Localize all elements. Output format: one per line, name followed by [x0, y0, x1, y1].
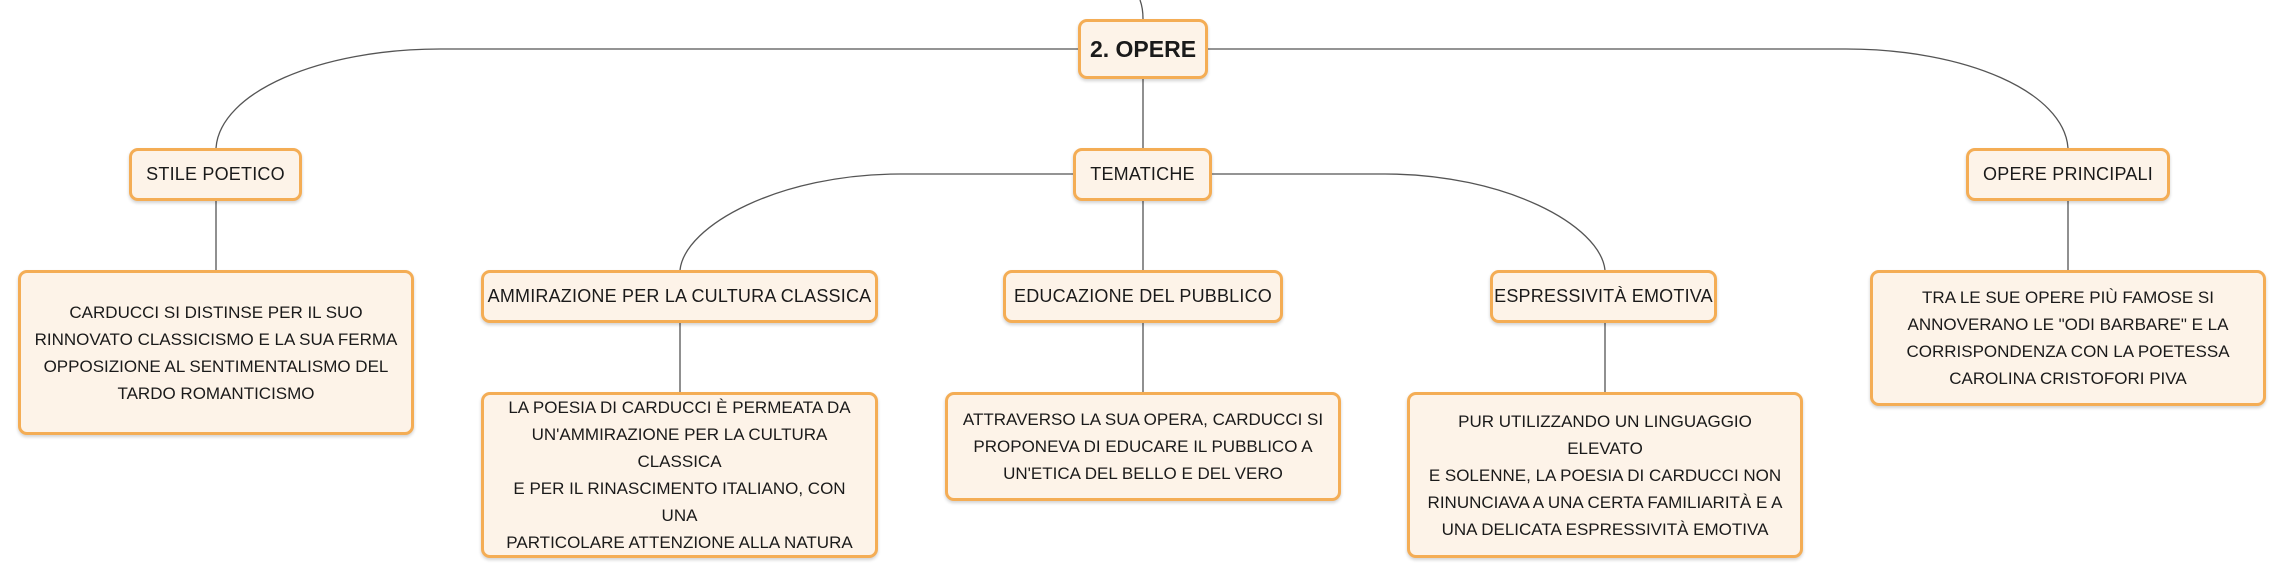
stile-poetico-description[interactable]: CARDUCCI SI DISTINSE PER IL SUO RINNOVAT… — [18, 270, 414, 435]
ammirazione-label: AMMIRAZIONE PER LA CULTURA CLASSICA — [487, 286, 872, 306]
stile-poetico-node[interactable]: STILE POETICO — [129, 148, 302, 201]
espressivita-label: ESPRESSIVITÀ EMOTIVA — [1494, 286, 1713, 306]
espressivita-node[interactable]: ESPRESSIVITÀ EMOTIVA — [1490, 270, 1717, 323]
description-line: RINUNCIAVA A UNA CERTA FAMILIARITÀ E A — [1427, 492, 1783, 512]
description-line: UNA DELICATA ESPRESSIVITÀ EMOTIVA — [1441, 519, 1769, 539]
espressivita-description[interactable]: PUR UTILIZZANDO UN LINGUAGGIO ELEVATO E … — [1407, 392, 1803, 558]
description-line: PROPONEVA DI EDUCARE IL PUBBLICO A — [973, 437, 1313, 456]
description-line: UN'AMMIRAZIONE PER LA CULTURA CLASSICA — [531, 425, 828, 471]
description-line: CAROLINA CRISTOFORI PIVA — [1949, 369, 2187, 388]
description-line: UN'ETICA DEL BELLO E DEL VERO — [1003, 464, 1283, 483]
educazione-description[interactable]: ATTRAVERSO LA SUA OPERA, CARDUCCI SI PRO… — [945, 392, 1341, 501]
description-line: CARDUCCI SI DISTINSE PER IL SUO — [69, 302, 363, 322]
connector-line-parent — [1139, 0, 1144, 20]
opere-principali-description[interactable]: TRA LE SUE OPERE PIÙ FAMOSE SI ANNOVERAN… — [1870, 270, 2266, 406]
description-line: E PER IL RINASCIMENTO ITALIANO, CON UNA — [513, 479, 846, 525]
root-label: 2. OPERE — [1089, 35, 1197, 62]
description-line: TRA LE SUE OPERE PIÙ FAMOSE SI — [1922, 288, 2214, 307]
ammirazione-description[interactable]: LA POESIA DI CARDUCCI È PERMEATA DA UN'A… — [481, 392, 878, 558]
description-line: LA POESIA DI CARDUCCI È PERMEATA DA — [508, 398, 851, 417]
connector-line-root-stile — [215, 48, 1080, 149]
description-line: CORRISPONDENZA CON LA POETESSA — [1906, 342, 2230, 361]
description-line: TARDO ROMANTICISMO — [117, 383, 315, 403]
description-line: PUR UTILIZZANDO UN LINGUAGGIO ELEVATO — [1458, 411, 1752, 458]
tematiche-label: TEMATICHE — [1090, 164, 1195, 184]
opere-principali-node[interactable]: OPERE PRINCIPALI — [1966, 148, 2170, 201]
tematiche-node[interactable]: TEMATICHE — [1073, 148, 1212, 201]
opere-principali-label: OPERE PRINCIPALI — [1983, 164, 2153, 184]
description-line: ATTRAVERSO LA SUA OPERA, CARDUCCI SI — [962, 410, 1324, 429]
root-node[interactable]: 2. OPERE — [1078, 19, 1208, 79]
educazione-node[interactable]: EDUCAZIONE DEL PUBBLICO — [1003, 270, 1283, 323]
ammirazione-node[interactable]: AMMIRAZIONE PER LA CULTURA CLASSICA — [481, 270, 878, 323]
stile-poetico-label: STILE POETICO — [146, 164, 285, 184]
connector-line-root-opere — [1206, 48, 2069, 149]
connector-line-tematiche-ammirazione — [679, 173, 1075, 271]
educazione-label: EDUCAZIONE DEL PUBBLICO — [1014, 286, 1272, 306]
description-line: E SOLENNE, LA POESIA DI CARDUCCI NON — [1428, 465, 1782, 485]
connector-line-tematiche-espressivita — [1210, 173, 1606, 271]
description-line: ANNOVERANO LE "ODI BARBARE" E LA — [1907, 315, 2229, 334]
description-line: RINNOVATO CLASSICISMO E LA SUA FERMA — [34, 329, 398, 349]
description-line: OPPOSIZIONE AL SENTIMENTALISMO DEL — [43, 356, 389, 376]
description-line: PARTICOLARE ATTENZIONE ALLA NATURA — [506, 533, 853, 552]
